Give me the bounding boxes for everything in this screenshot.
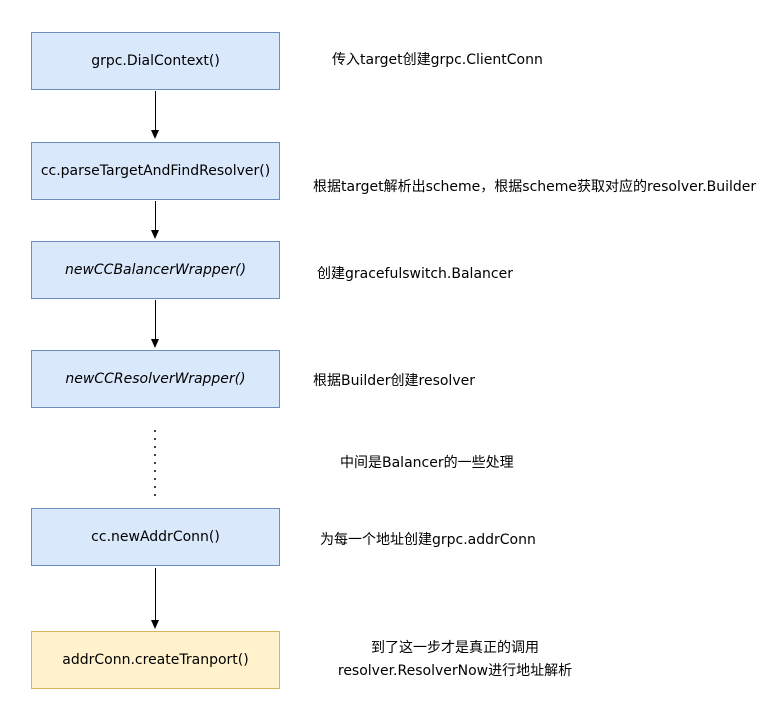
annotation-addrconn-create-tranport: 到了这一步才是真正的调用 resolver.ResolverNow进行地址解析 bbox=[308, 637, 602, 683]
node-grpc-dialcontext-label: grpc.DialContext() bbox=[91, 52, 220, 69]
node-grpc-dialcontext: grpc.DialContext() bbox=[31, 32, 280, 90]
node-addrconn-create-tranport: addrConn.createTranport() bbox=[31, 631, 280, 689]
node-parse-target-and-find-resolver: cc.parseTargetAndFindResolver() bbox=[31, 142, 280, 200]
annotation-parse-target-and-find-resolver: 根据target解析出scheme，根据scheme获取对应的resolver.… bbox=[313, 179, 757, 195]
annotation-new-cc-balancer-wrapper: 创建gracefulswitch.Balancer bbox=[317, 266, 513, 282]
annotation-grpc-dialcontext: 传入target创建grpc.ClientConn bbox=[332, 52, 543, 68]
node-addrconn-create-tranport-label: addrConn.createTranport() bbox=[62, 651, 249, 668]
arrow-down-icon bbox=[151, 568, 159, 629]
node-new-cc-resolver-wrapper: newCCResolverWrapper() bbox=[31, 350, 280, 408]
node-new-cc-resolver-wrapper-label: newCCResolverWrapper() bbox=[65, 370, 246, 387]
node-parse-target-and-find-resolver-label: cc.parseTargetAndFindResolver() bbox=[40, 162, 271, 179]
node-cc-new-addr-conn-label: cc.newAddrConn() bbox=[91, 528, 220, 545]
node-new-cc-balancer-wrapper: newCCBalancerWrapper() bbox=[31, 241, 280, 299]
node-cc-new-addr-conn: cc.newAddrConn() bbox=[31, 508, 280, 566]
annotation-balancer-processing: 中间是Balancer的一些处理 bbox=[340, 455, 514, 471]
annotation-line-2: resolver.ResolverNow进行地址解析 bbox=[337, 663, 573, 679]
arrow-down-icon bbox=[151, 91, 159, 139]
annotation-line-1: 到了这一步才是真正的调用 bbox=[371, 640, 539, 656]
node-new-cc-balancer-wrapper-label: newCCBalancerWrapper() bbox=[64, 261, 247, 278]
annotation-new-cc-resolver-wrapper: 根据Builder创建resolver bbox=[313, 373, 475, 389]
arrow-down-icon bbox=[151, 300, 159, 348]
arrow-down-icon bbox=[151, 201, 159, 239]
annotation-cc-new-addr-conn: 为每一个地址创建grpc.addrConn bbox=[320, 532, 536, 548]
dotted-ellipsis-connector bbox=[154, 430, 156, 498]
